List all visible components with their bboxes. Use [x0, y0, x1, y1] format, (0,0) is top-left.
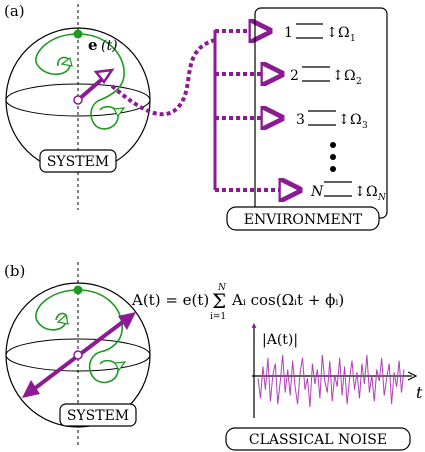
- bloch-sphere-b: [5, 262, 151, 448]
- vector-e-head-icon: [93, 68, 115, 85]
- noise-plot: |A(t)| t: [251, 323, 423, 418]
- trajectory-arrow-icon: [113, 107, 126, 118]
- level-index: N: [310, 184, 324, 200]
- noise-trace: [257, 354, 405, 408]
- level-freq: Ω: [338, 25, 350, 41]
- environment-label: ENVIRONMENT: [244, 212, 363, 228]
- coupling-line: [110, 38, 216, 117]
- environment-level-2: 2 ↕ Ω 2: [290, 66, 362, 87]
- environment-level-n: N ↕ Ω N: [310, 181, 387, 203]
- level-arrow-icon: ↕: [326, 25, 338, 41]
- environment-label-box: [226, 206, 380, 231]
- level-index: 3: [296, 112, 305, 128]
- system-label-b: SYSTEM: [67, 408, 129, 424]
- noise-label: CLASSICAL NOISE: [249, 432, 387, 448]
- noise-formula: A(t) = e(t) N Σ i=1 Aᵢ cos(Ωᵢt + ϕᵢ): [131, 283, 344, 322]
- vector-a-head-icon: [118, 312, 136, 330]
- noise-time-label: t: [416, 383, 423, 402]
- environment-level-3: 3 ↕ Ω 3: [296, 110, 368, 131]
- bloch-sphere-a: [5, 4, 151, 210]
- panel-b-label: (b): [4, 262, 25, 280]
- formula-sum-bottom: i=1: [210, 312, 226, 322]
- vector-e-arg: (t): [101, 38, 118, 54]
- formula-sum-symbol: Σ: [212, 289, 226, 313]
- green-trajectory-b: [35, 289, 123, 384]
- level-index: 2: [290, 68, 299, 84]
- formula-lhs: A(t) = e(t): [131, 291, 209, 309]
- system-box-a: [39, 149, 117, 173]
- trajectory-arrow-icon: [60, 56, 73, 67]
- noise-label-box: [225, 427, 411, 451]
- vector-a-tail-icon: [22, 380, 40, 398]
- level-freq: Ω: [344, 68, 356, 84]
- noise-x-arrow-icon: [407, 371, 418, 381]
- origin-dot: [73, 95, 83, 105]
- trajectory-arrow-icon: [56, 313, 69, 325]
- origin-dot-b: [73, 350, 83, 360]
- ellipsis-dots: [330, 142, 336, 172]
- vector-e-label: e: [88, 36, 98, 54]
- level-arrow-icon: ↕: [354, 184, 366, 200]
- level-freq-sub: N: [377, 193, 387, 203]
- north-pole-dot-b: [73, 285, 83, 295]
- trajectory-arrow-icon: [114, 361, 127, 372]
- level-arrow-icon: ↕: [338, 112, 350, 128]
- level-freq-sub: 1: [350, 34, 356, 44]
- level-index: 1: [284, 25, 293, 41]
- environment-level-1: 1 ↕ Ω 1: [284, 23, 356, 44]
- system-label-a: SYSTEM: [47, 154, 109, 170]
- panel-a-label: (a): [4, 2, 25, 20]
- level-freq-sub: 2: [356, 77, 362, 87]
- formula-rhs: Aᵢ cos(Ωᵢt + ϕᵢ): [231, 291, 344, 309]
- level-freq-sub: 3: [362, 121, 368, 131]
- noise-axis-label: |A(t)|: [262, 332, 298, 348]
- level-freq: Ω: [350, 112, 362, 128]
- formula-sum-top: N: [217, 283, 227, 293]
- north-pole-dot: [73, 29, 83, 39]
- level-arrow-icon: ↕: [332, 68, 344, 84]
- system-box-b: [59, 403, 137, 427]
- level-freq: Ω: [366, 184, 378, 200]
